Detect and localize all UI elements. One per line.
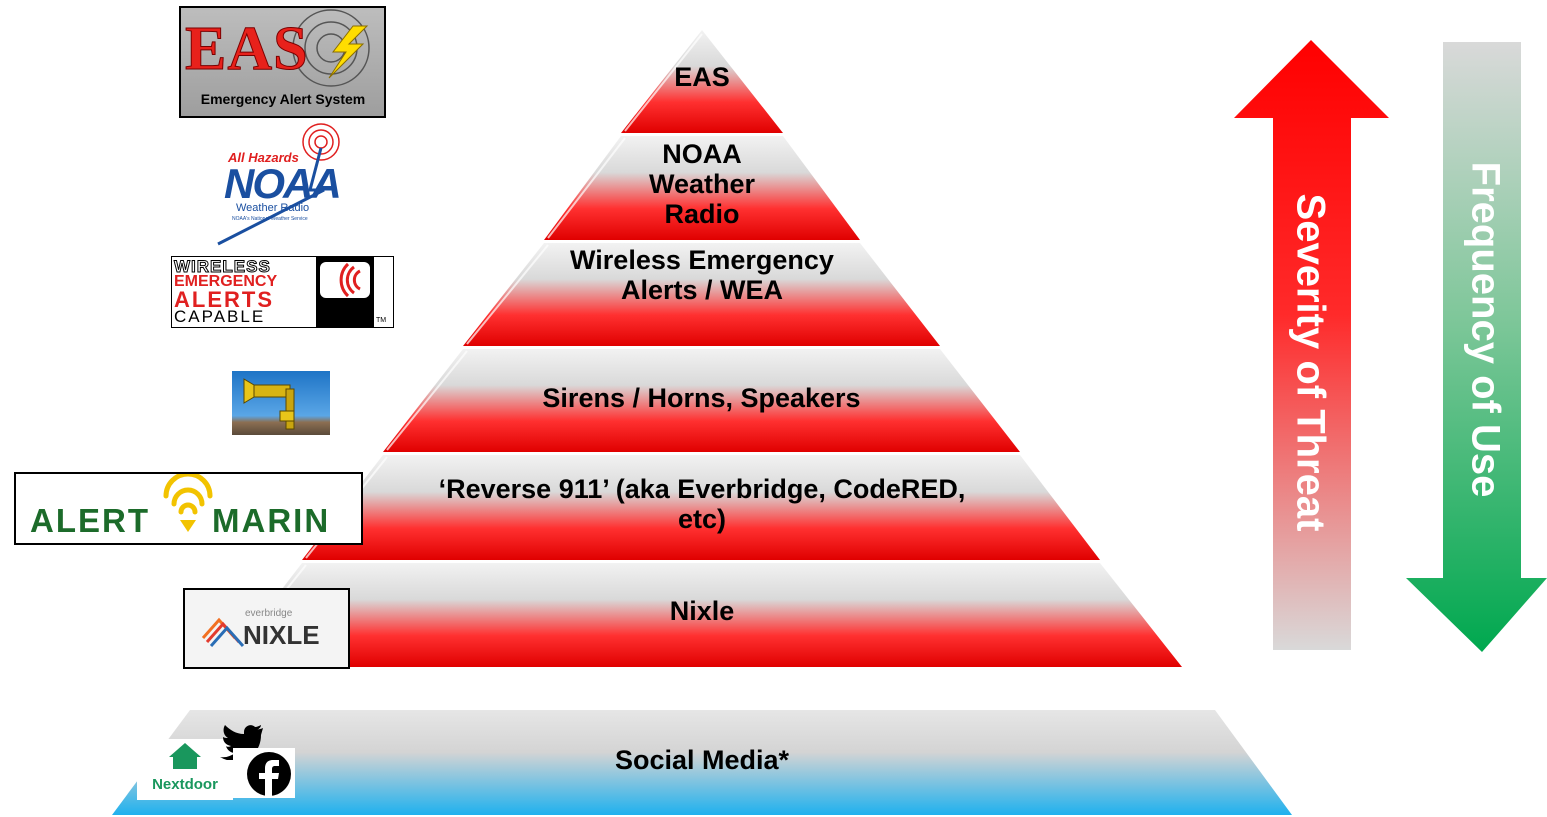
wea-logo-line4: CAPABLE	[174, 307, 266, 326]
tier-eas-band	[621, 30, 783, 133]
tier-social-band	[112, 710, 1292, 815]
tier-label-noaa: NOAA Weather Radio	[648, 139, 756, 230]
alert-marin-left: ALERT	[30, 502, 150, 539]
severity-label: Severity of Threat	[1288, 193, 1333, 532]
tier-reverse911-band	[302, 455, 1100, 560]
facebook-icon	[233, 748, 295, 798]
eas-logo: EAS Emergency Alert System	[179, 6, 386, 118]
tier-label-reverse911: ‘Reverse 911’ (aka Everbridge, CodeRED, …	[438, 474, 966, 535]
tier-nixle-band	[222, 563, 1182, 667]
alert-marin-right: MARIN	[212, 502, 331, 539]
wea-logo-emblem	[316, 257, 374, 327]
tier-sirens-band	[383, 349, 1020, 452]
noaa-logo-top: All Hazards	[228, 150, 299, 165]
wea-logo-line2: EMERGENCY	[174, 273, 278, 290]
alert-marin-logo: ALERT MARIN	[14, 472, 363, 545]
frequency-arrow	[1406, 42, 1547, 652]
severity-arrow	[1234, 40, 1389, 650]
nextdoor-logo: Nextdoor	[137, 739, 233, 800]
pyramid	[112, 30, 1292, 815]
tier-label-nixle: Nixle	[669, 596, 735, 626]
wea-logo-line1: WIRELESS	[174, 257, 271, 277]
tier-label-sirens: Sirens / Horns, Speakers	[542, 383, 861, 413]
noaa-logo-sub1: Weather Radio	[236, 202, 310, 214]
wea-logo: WIRELESS EMERGENCY ALERTS CAPABLE TM	[171, 256, 394, 328]
tier-label-wea: Wireless Emergency Alerts / WEA	[570, 245, 834, 306]
tier-noaa-band	[544, 136, 860, 240]
nixle-logo: everbridge NIXLE	[183, 588, 350, 669]
noaa-logo-sub2: NOAA's National Weather Service	[232, 216, 308, 222]
tier-wea-band	[463, 243, 940, 346]
tier-label-social: Social Media*	[614, 745, 790, 775]
nextdoor-label: Nextdoor	[152, 776, 218, 793]
wea-logo-tm: TM	[376, 317, 387, 324]
eas-logo-title: EAS	[185, 15, 309, 84]
tier-label-eas: EAS	[674, 62, 730, 92]
frequency-label: Frequency of Use	[1463, 161, 1508, 498]
noaa-logo: All Hazards NOAA Weather Radio NOAA's Na…	[206, 120, 348, 246]
siren-photo	[232, 371, 330, 435]
eas-logo-subtitle: Emergency Alert System	[200, 91, 366, 107]
nixle-logo-small: everbridge	[245, 608, 293, 619]
nixle-logo-title: NIXLE	[243, 620, 320, 650]
wea-logo-line3: ALERTS	[174, 287, 274, 312]
noaa-logo-title: NOAA	[224, 160, 342, 207]
